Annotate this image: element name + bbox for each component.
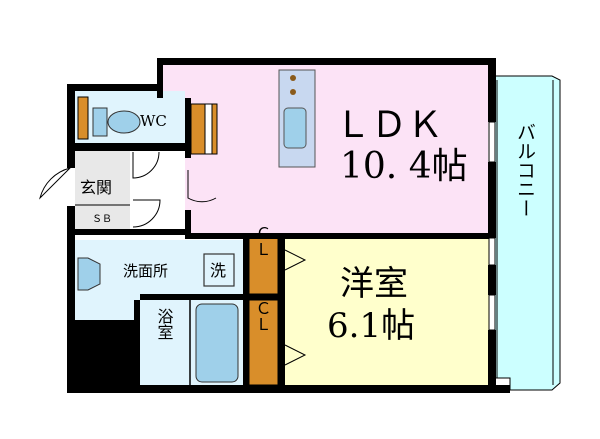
wc-label: WC [140,112,167,130]
western-name: 洋室 [340,264,408,304]
ldk-size: 10. 4帖 [340,146,468,187]
bathtub-icon [195,303,239,383]
washer-label: 洗 [210,261,226,280]
shoe-box-label: ＳＢ [92,214,112,225]
washbasin-icon [77,257,101,291]
closet-door-icon [284,249,307,271]
closet-2-label: ＣＬ [253,300,272,332]
door-icon [132,199,161,228]
sink-icon [283,107,307,149]
windows [488,121,496,331]
walls [67,58,510,393]
closet-door-icon [284,344,307,366]
storage-panel [190,103,218,155]
sliding-door [305,233,440,239]
door-icon [132,151,160,179]
door-icon [187,170,217,203]
western-size: 6.1帖 [327,306,415,346]
washroom: 洗面所 洗 [75,240,243,320]
entrance-label: 玄関 [80,178,112,197]
toilet-bowl-icon [107,110,141,134]
stove-burner-icon [290,89,296,95]
balcony: バルコニー [490,75,561,391]
washroom-label: 洗面所 [123,262,168,280]
entrance-area: 玄関 ＳＢ [39,151,217,229]
front-door-icon [39,167,72,200]
balcony-label: バルコニー [514,123,536,218]
western-room: 洋室 6.1帖 [284,238,490,388]
bath-label: 浴室 [155,308,174,340]
bathroom: 浴室 [140,300,243,385]
wc-room: WC [75,91,185,143]
wc-cabinet [77,96,89,140]
toilet-tank-icon [92,107,108,137]
washer-space [203,253,235,287]
stove-burner-icon [290,75,296,81]
closet-1-label: ＣＬ [253,225,272,257]
ldk-name: ＬＤＫ [335,105,443,146]
closet-2: ＣＬ [248,299,279,386]
